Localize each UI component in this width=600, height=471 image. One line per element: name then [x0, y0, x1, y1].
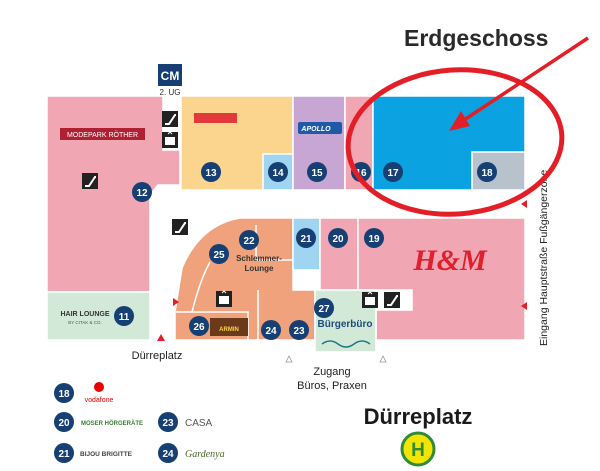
- unit-number: 25: [213, 250, 225, 261]
- unit-number: 15: [311, 168, 323, 179]
- entrance-line2: Büros, Praxen: [297, 380, 367, 392]
- legend-brand: MOSER HÖRGERÄTE: [81, 420, 143, 427]
- elevator-icon: [362, 291, 378, 308]
- unit-number: 14: [272, 168, 284, 179]
- legend-item-24: 24 Gardenya: [158, 443, 225, 463]
- legend-item-21: 21 BIJOU BRIGITTE: [54, 443, 133, 463]
- legend-item-23: 23 CASA: [158, 412, 213, 432]
- unit-number: 19: [368, 234, 380, 245]
- unit-number: 13: [205, 168, 217, 179]
- legend-item-20: 20 MOSER HÖRGERÄTE: [54, 412, 143, 432]
- vodafone-logo: [94, 382, 104, 392]
- unit-marker-11[interactable]: 11: [114, 306, 134, 326]
- cafe-logo-text: ARMIN: [219, 327, 239, 333]
- unit-marker-20[interactable]: 20: [328, 228, 348, 248]
- elevator-icon: [162, 131, 178, 148]
- legend-number: 23: [162, 418, 174, 429]
- unit-number: 11: [119, 312, 130, 323]
- buergerbuero-label: Bürgerbüro: [318, 319, 373, 330]
- entrance-marker: [285, 355, 293, 363]
- unit-marker-17[interactable]: 17: [383, 162, 403, 182]
- unit-marker-15[interactable]: 15: [307, 162, 327, 182]
- entrance-marker: [521, 302, 527, 310]
- modepark-sign: [60, 128, 145, 140]
- unit-number: 24: [265, 326, 277, 337]
- escalator-icon: [384, 292, 400, 308]
- elevator-icon: [216, 290, 232, 307]
- unit-marker-24[interactable]: 24: [261, 320, 281, 340]
- side-street-label: Eingang Hauptstraße Fußgängerzone: [538, 170, 550, 346]
- hm-logo: H&M: [412, 244, 488, 277]
- legend-item-18: 18 vodafone: [54, 382, 114, 404]
- unit-number: 18: [481, 168, 493, 179]
- highlight-ring: [345, 67, 565, 217]
- legend-number: 21: [58, 449, 70, 460]
- unit-marker-25[interactable]: 25: [209, 244, 229, 264]
- unit-marker-13[interactable]: 13: [201, 162, 221, 182]
- entrance-marker: [379, 355, 387, 363]
- entrance-marker: [157, 334, 165, 341]
- cafe-logo: [210, 318, 248, 336]
- big-duerreplatz-label: Dürreplatz: [364, 404, 473, 429]
- schlemmer-label-1: Schlemmer-: [236, 254, 282, 263]
- entrance-marker: [173, 298, 179, 306]
- legend-brand: vodafone: [85, 397, 114, 404]
- shop-area-schlemmer-lounge[interactable]: [174, 217, 316, 341]
- parking-label: CM: [161, 69, 180, 83]
- unit-number: 22: [243, 236, 255, 247]
- legend-number: 20: [58, 418, 70, 429]
- legend-brand: Gardenya: [185, 449, 225, 460]
- hair-lounge-sublabel: BY CITAK & CO.: [68, 320, 102, 325]
- unit-number: 23: [293, 326, 305, 337]
- unit-marker-19[interactable]: 19: [364, 228, 384, 248]
- entrance-marker: [521, 200, 527, 208]
- unit-marker-22[interactable]: 22: [239, 230, 259, 250]
- bus-stop-icon: H: [400, 431, 436, 467]
- unit-number: 26: [193, 322, 205, 333]
- parking-sign-box: [158, 64, 182, 86]
- unit-number: 12: [136, 188, 148, 199]
- shop-area-modepark[interactable]: [46, 95, 181, 293]
- unit-marker-12[interactable]: 12: [132, 182, 152, 202]
- unit-number: 21: [300, 234, 312, 245]
- arrow-icon: [449, 36, 589, 131]
- parking-level: 2. UG: [160, 88, 181, 97]
- apollo-logo: [298, 122, 342, 134]
- schlemmer-label-2: Lounge: [245, 264, 274, 273]
- legend-brand: CASA: [185, 418, 213, 429]
- divider-25: [191, 261, 211, 313]
- unit-marker-18[interactable]: 18: [477, 162, 497, 182]
- escalator-icon: [172, 219, 188, 235]
- unit-number: 16: [355, 168, 367, 179]
- unit-marker-23[interactable]: 23: [289, 320, 309, 340]
- buergerbuero-logo: [321, 340, 371, 348]
- hair-lounge-label: HAIR LOUNGE: [61, 311, 110, 318]
- unit-marker-26[interactable]: 26: [189, 316, 209, 336]
- svg-text:H: H: [411, 440, 425, 461]
- unit-number: 20: [332, 234, 344, 245]
- legend-number: 18: [58, 389, 70, 400]
- unit-marker-27[interactable]: 27: [314, 298, 334, 318]
- escalator-icon: [82, 173, 98, 189]
- unit-marker-21[interactable]: 21: [296, 228, 316, 248]
- unit-number: 17: [387, 168, 399, 179]
- duerreplatz-label: Dürreplatz: [132, 350, 183, 362]
- unit-marker-14[interactable]: 14: [268, 162, 288, 182]
- apollo-label: APOLLO: [300, 126, 331, 133]
- escalator-icon: [162, 111, 178, 127]
- unit-number: 27: [318, 304, 330, 315]
- legend-brand: BIJOU BRIGITTE: [80, 451, 133, 458]
- legend-number: 24: [162, 449, 174, 460]
- shop-13-logo: [194, 113, 237, 123]
- modepark-label: MODEPARK RÖTHER: [67, 131, 138, 139]
- entrance-line1: Zugang: [313, 366, 350, 378]
- floor-title: Erdgeschoss: [404, 25, 548, 51]
- parking-sign[interactable]: CM 2. UG: [158, 64, 182, 97]
